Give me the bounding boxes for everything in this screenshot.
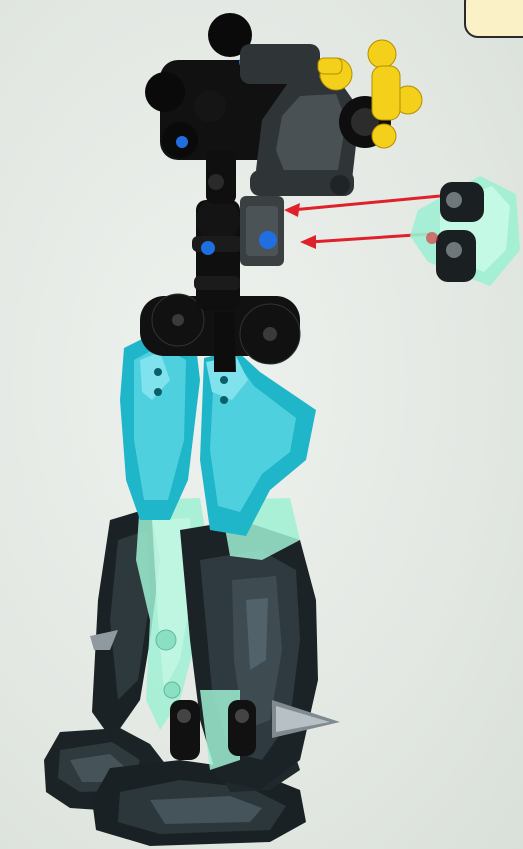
spine-beam <box>192 198 242 310</box>
right-thigh-armor <box>200 350 316 536</box>
translucent-shoulder-piece <box>410 176 520 286</box>
back-connector-piece <box>240 196 284 266</box>
left-thigh-armor <box>120 330 200 520</box>
